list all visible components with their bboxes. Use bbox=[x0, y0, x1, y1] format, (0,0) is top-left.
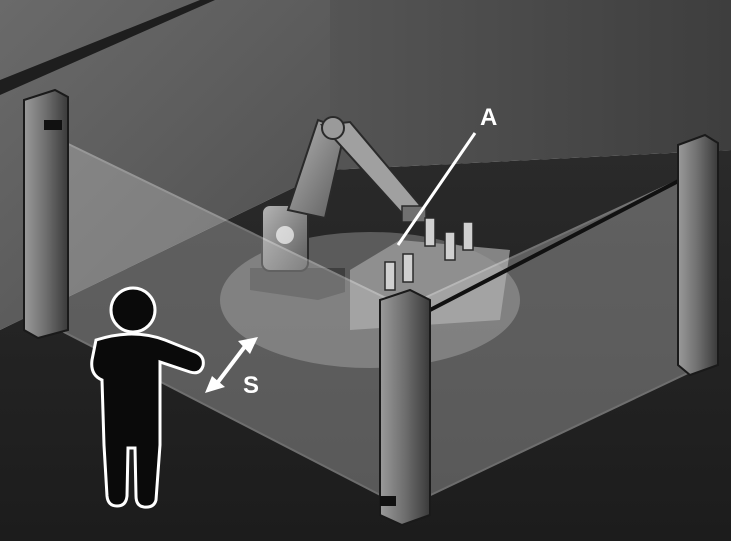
label-robot-point-a: A bbox=[480, 104, 497, 131]
robot-arm-icon bbox=[250, 116, 427, 300]
ceiling-edge bbox=[0, 0, 215, 95]
person-icon bbox=[90, 286, 205, 509]
callout-leader-a bbox=[396, 132, 477, 246]
back-wall-right bbox=[330, 0, 731, 170]
light-curtain-post-icon bbox=[23, 88, 719, 527]
back-wall-left bbox=[0, 0, 330, 330]
double-arrow-icon bbox=[205, 337, 258, 393]
label-safety-distance-s: S bbox=[243, 372, 259, 399]
